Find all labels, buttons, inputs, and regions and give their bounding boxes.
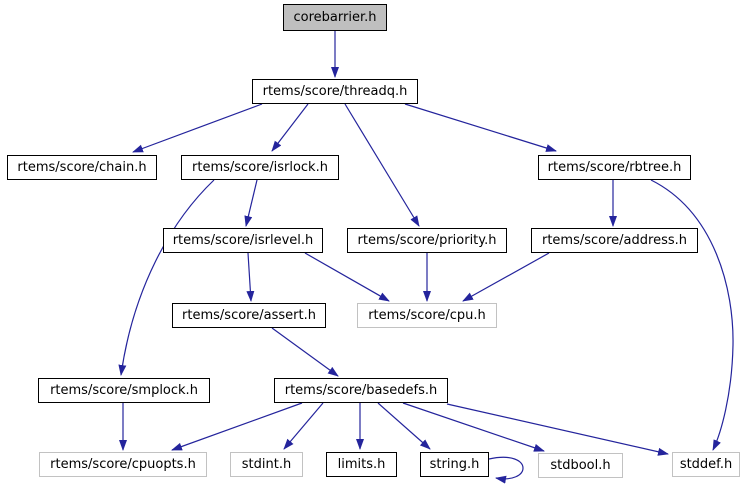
edge-string-self-loop: [488, 456, 524, 484]
graph-node-basedefs[interactable]: rtems/score/basedefs.h: [274, 378, 448, 403]
graph-node-priority[interactable]: rtems/score/priority.h: [347, 228, 507, 253]
graph-node-corebarrier[interactable]: corebarrier.h: [283, 4, 387, 31]
edge-basedefs-to-stdint: [283, 402, 324, 450]
graph-node-threadq[interactable]: rtems/score/threadq.h: [252, 79, 418, 104]
edge-threadq-to-rbtree: [404, 103, 557, 152]
graph-node-stdbool[interactable]: stdbool.h: [538, 453, 623, 478]
graph-node-isrlevel[interactable]: rtems/score/isrlevel.h: [163, 228, 323, 253]
graph-node-cpu[interactable]: rtems/score/cpu.h: [357, 303, 497, 328]
edge-basedefs-to-string: [377, 402, 431, 450]
edge-threadq-to-isrlock: [271, 103, 309, 152]
graph-node-assert[interactable]: rtems/score/assert.h: [172, 303, 326, 328]
graph-node-isrlock[interactable]: rtems/score/isrlock.h: [181, 155, 339, 180]
edge-basedefs-to-stdbool: [402, 402, 545, 452]
edge-isrlock-to-smplock: [118, 179, 215, 376]
edge-basedefs-to-cpuopts: [171, 402, 303, 451]
edge-assert-to-basedefs: [271, 327, 339, 377]
graph-node-string[interactable]: string.h: [420, 452, 489, 477]
edge-rbtree-to-stddef: [650, 179, 734, 451]
graph-node-rbtree[interactable]: rtems/score/rbtree.h: [538, 155, 691, 180]
edge-threadq-to-chain: [132, 103, 263, 153]
edge-basedefs-to-stddef: [446, 403, 669, 456]
graph-node-address[interactable]: rtems/score/address.h: [531, 228, 698, 253]
graph-node-stdint[interactable]: stdint.h: [230, 452, 303, 477]
edge-isrlock-to-isrlevel: [244, 179, 258, 227]
graph-node-chain[interactable]: rtems/score/chain.h: [7, 155, 157, 180]
edge-address-to-cpu: [462, 252, 550, 302]
edge-isrlevel-to-cpu: [304, 252, 390, 302]
edge-isrlevel-to-assert: [246, 252, 255, 302]
graph-node-cpuopts[interactable]: rtems/score/cpuopts.h: [39, 452, 207, 477]
edge-threadq-to-priority: [344, 103, 420, 227]
graph-node-stddef[interactable]: stddef.h: [672, 452, 740, 477]
graph-node-limits[interactable]: limits.h: [326, 452, 397, 477]
graph-node-smplock[interactable]: rtems/score/smplock.h: [38, 378, 210, 403]
